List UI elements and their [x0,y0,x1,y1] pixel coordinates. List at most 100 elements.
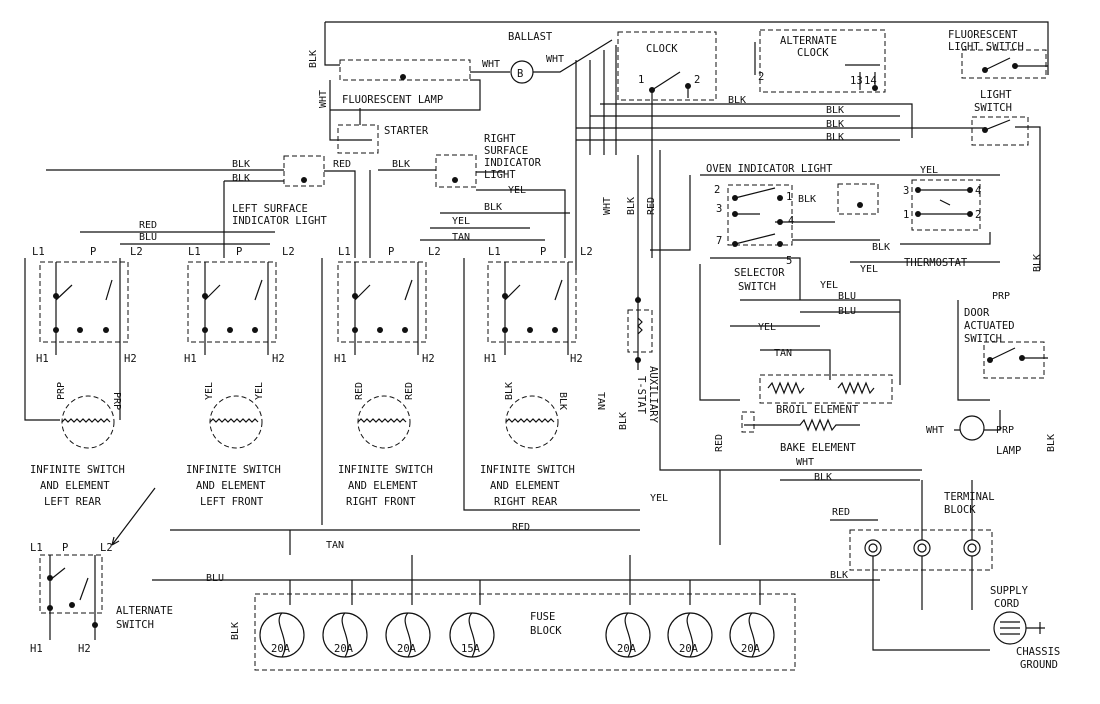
selector-switch [727,184,880,247]
alt-term-l2: L2 [100,542,113,554]
supply-cord [993,611,1045,645]
right-surface-indicator-light [369,154,566,258]
wire-label-red-rf1: RED [354,382,365,400]
wire-label-yel-supply: YEL [650,493,668,504]
fluorescent-switch-label-2: LIGHT SWITCH [948,41,1024,53]
wire-label-blk-supply: BLK [814,472,832,483]
thermo-term-1: 1 [903,209,909,221]
wire-label-wht-left: WHT [318,90,329,108]
wire-label-blk-1: BLK [826,105,844,116]
cross-runs [80,212,570,245]
aux-tstat-label-1: AUXILIARY [647,366,659,424]
fuse-block-label-2: BLOCK [530,625,562,637]
thermostat [911,179,981,231]
supply-runs [152,150,922,581]
svg-text:INFINITE SWITCH: INFINITE SWITCH [480,464,575,476]
left-surface-indicator-light [46,155,356,258]
fuse-1: 20A [259,612,305,658]
fuse-5: 20A [605,612,651,658]
rf-term-p: P [388,246,394,258]
svg-text:LEFT FRONT: LEFT FRONT [200,496,264,508]
lf-term-h2: H2 [272,353,285,365]
alternate-switch [39,554,103,640]
wire-label-blk-vert: BLK [626,197,637,215]
alt-term-l1: L1 [30,542,43,554]
svg-text:INFINITE SWITCH: INFINITE SWITCH [30,464,125,476]
wire-label-blk-right2: BLK [1046,434,1057,452]
wire-label-tan-el: TAN [774,348,792,359]
wire-label-tan-supply: TAN [326,540,344,551]
wire-label-blk-2: BLK [826,119,844,130]
caption-left-rear: INFINITE SWITCH AND ELEMENT LEFT REAR [30,464,125,508]
rf-term-h1: H1 [334,353,347,365]
alternate-clock-label-2: CLOCK [797,47,829,59]
chassis-ground-label-1: CHASSIS [1016,646,1060,658]
wire-label-red-cross: RED [139,220,157,231]
thermostat-label: THERMOSTAT [904,257,968,269]
chassis-ground-label-2: GROUND [1020,659,1058,671]
rr-term-h2: H2 [570,353,583,365]
wire-label-blk-clock: BLK [728,95,746,106]
wire-label-yel-rs: YEL [508,185,526,196]
lf-term-l1: L1 [188,246,201,258]
fuse-1-rating: 20A [271,643,291,655]
oven-lamp [954,410,1001,441]
wire-label-tan-cross: TAN [452,232,470,243]
door-switch-label-3: SWITCH [964,333,1002,345]
fuse-7: 20A [729,612,775,658]
wire-label-wht-supply: WHT [796,457,814,468]
wire-label-prp-door: PRP [992,291,1010,302]
fuse-7-rating: 20A [741,643,761,655]
lr-term-h1: H1 [36,353,49,365]
blk-runs [576,103,913,141]
element-feed [730,299,901,385]
light-switch-label-2: SWITCH [974,102,1012,114]
wire-label-red-vert: RED [646,197,657,215]
alt-term-h1: H1 [30,643,43,655]
wire-label-blk-thermo: BLK [872,242,890,253]
thermostat-leads [850,232,1000,263]
oven-light-run [650,174,1000,251]
fuse-6-rating: 20A [679,643,699,655]
lr-term-h2: H2 [124,353,137,365]
lamp-label: LAMP [996,445,1021,457]
wire-label-blk-rs: BLK [392,159,410,170]
selector-switch-label-1: SELECTOR [734,267,785,279]
alternate-clock-label-1: ALTERNATE [780,35,837,47]
caption-left-front: INFINITE SWITCH AND ELEMENT LEFT FRONT [186,464,281,508]
fuse-6: 20A [667,612,713,658]
supply-cord-label-1: SUPPLY [990,585,1029,597]
lr-term-l2: L2 [130,246,143,258]
lr-term-l1: L1 [32,246,45,258]
sel-term-2: 2 [714,184,720,196]
wire-label-red-rf2: RED [404,382,415,400]
svg-text:LEFT REAR: LEFT REAR [44,496,102,508]
left-surface-label-2: INDICATOR LIGHT [232,215,328,227]
ballast-label: BALLAST [508,31,553,43]
wire-label-wht-lamp: WHT [482,59,500,70]
infinite-switch-right-front [321,258,427,525]
wire-label-yel-el: YEL [820,280,838,291]
wire-label-red-vert2: RED [714,434,725,452]
fuse-block [254,555,796,671]
right-surface-label-3: INDICATOR [484,157,542,169]
svg-text:RIGHT FRONT: RIGHT FRONT [346,496,416,508]
wire-label-yel-lf1: YEL [204,382,215,400]
right-surface-label-4: LIGHT [484,169,516,181]
light-switch-label-1: LIGHT [980,89,1012,101]
wire-label-yel-lf2: YEL [254,382,265,400]
wire-label-red-ls: RED [333,159,351,170]
fuse-2-rating: 20A [334,643,354,655]
alt-term-p: P [62,542,68,554]
wire-label-blk-right: BLK [1032,254,1043,272]
sel-term-7: 7 [716,235,722,247]
fluorescent-lamp-label: FLUORESCENT LAMP [342,94,443,106]
wire-label-blu-cross: BLU [139,232,157,243]
lr-term-p: P [90,246,96,258]
thermo-term-2: 2 [975,209,981,221]
wire-label-prp-lamp: PRP [996,425,1014,436]
alt-clock-term-2: 2 [758,71,764,83]
thermo-term-3: 3 [903,185,909,197]
alternate-switch-label-1: ALTERNATE [116,605,173,617]
svg-text:AND ELEMENT: AND ELEMENT [348,480,418,492]
